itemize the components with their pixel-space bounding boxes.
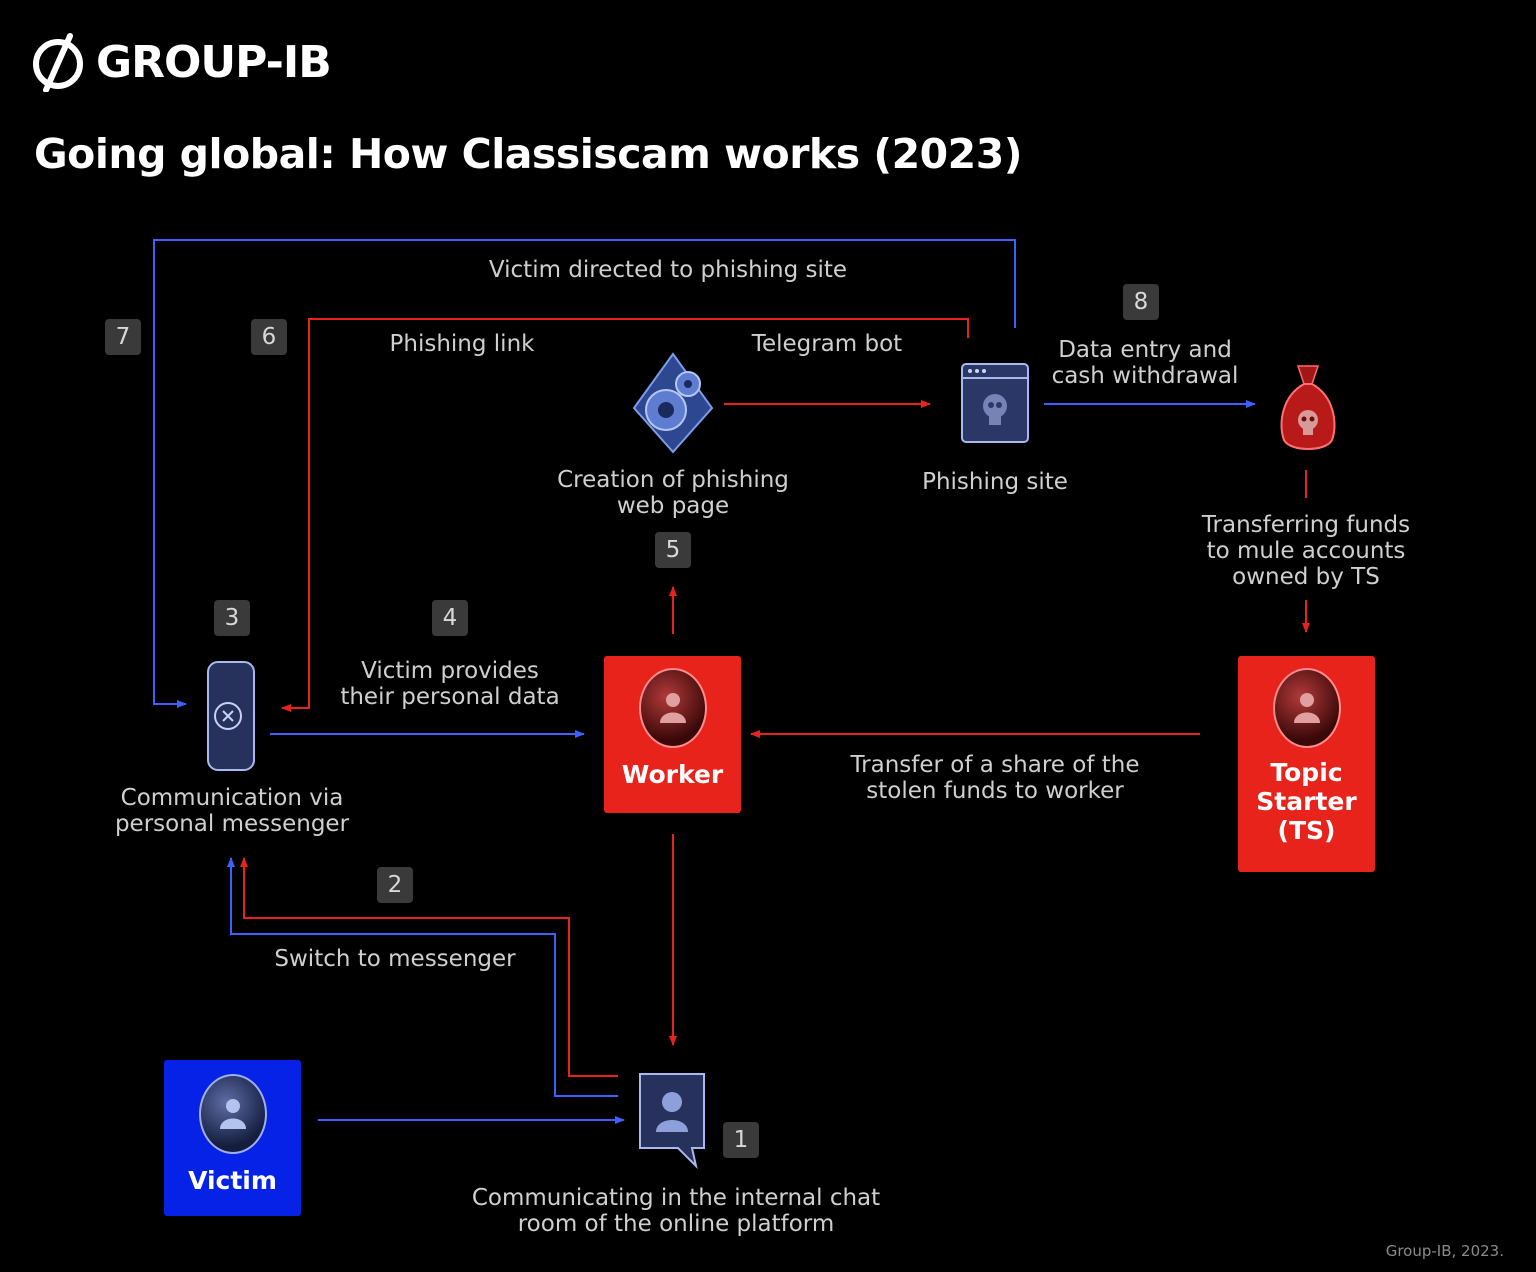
brand-name: GROUP-IB [96, 36, 332, 88]
footer-credit: Group-IB, 2023. [1385, 1242, 1504, 1260]
phishing-site-icon [961, 363, 1029, 443]
money-bag-skull-icon [1280, 365, 1336, 450]
chat-bubble-user-icon [639, 1073, 705, 1170]
arrow-step-2-blue [227, 857, 618, 1097]
topic-starter-box: Topic Starter (TS) [1238, 656, 1375, 872]
victim-user-icon [198, 1074, 267, 1154]
topic-starter-user-icon [1272, 668, 1341, 748]
label-victim-directed: Victim directed to phishing site [488, 257, 848, 283]
step-badge-4: 4 [432, 600, 468, 636]
victim-box: Victim [164, 1060, 301, 1216]
arrow-step-2-red [240, 857, 618, 1077]
topic-starter-line-1: Topic [1270, 758, 1343, 787]
step-badge-6: 6 [251, 319, 287, 355]
topic-starter-line-3: (TS) [1277, 816, 1336, 845]
label-telegram-bot: Telegram bot [751, 331, 903, 357]
step-badge-7: 7 [105, 319, 141, 355]
gear-page-icon [632, 352, 714, 454]
phone-messenger-icon [207, 661, 255, 771]
step-badge-8: 8 [1123, 284, 1159, 320]
step-badge-1: 1 [723, 1122, 759, 1158]
label-switch-to-messenger: Switch to messenger [274, 946, 516, 972]
step-badge-3: 3 [214, 600, 250, 636]
logo: GROUP-IB [32, 32, 332, 92]
label-phishing-site: Phishing site [922, 469, 1068, 495]
victim-label: Victim [188, 1166, 277, 1195]
step-badge-5: 5 [655, 532, 691, 568]
arrow-step-6 [281, 318, 969, 712]
group-ib-logo-icon [33, 33, 83, 92]
page-title: Going global: How Classiscam works (2023… [34, 130, 1022, 178]
topic-starter-line-2: Starter [1256, 787, 1357, 816]
worker-user-icon [638, 668, 707, 748]
worker-box: Worker [604, 656, 741, 813]
label-phishing-link: Phishing link [389, 331, 535, 357]
worker-label: Worker [621, 760, 724, 789]
step-badge-2: 2 [377, 867, 413, 903]
arrow-step-7 [153, 239, 1016, 708]
